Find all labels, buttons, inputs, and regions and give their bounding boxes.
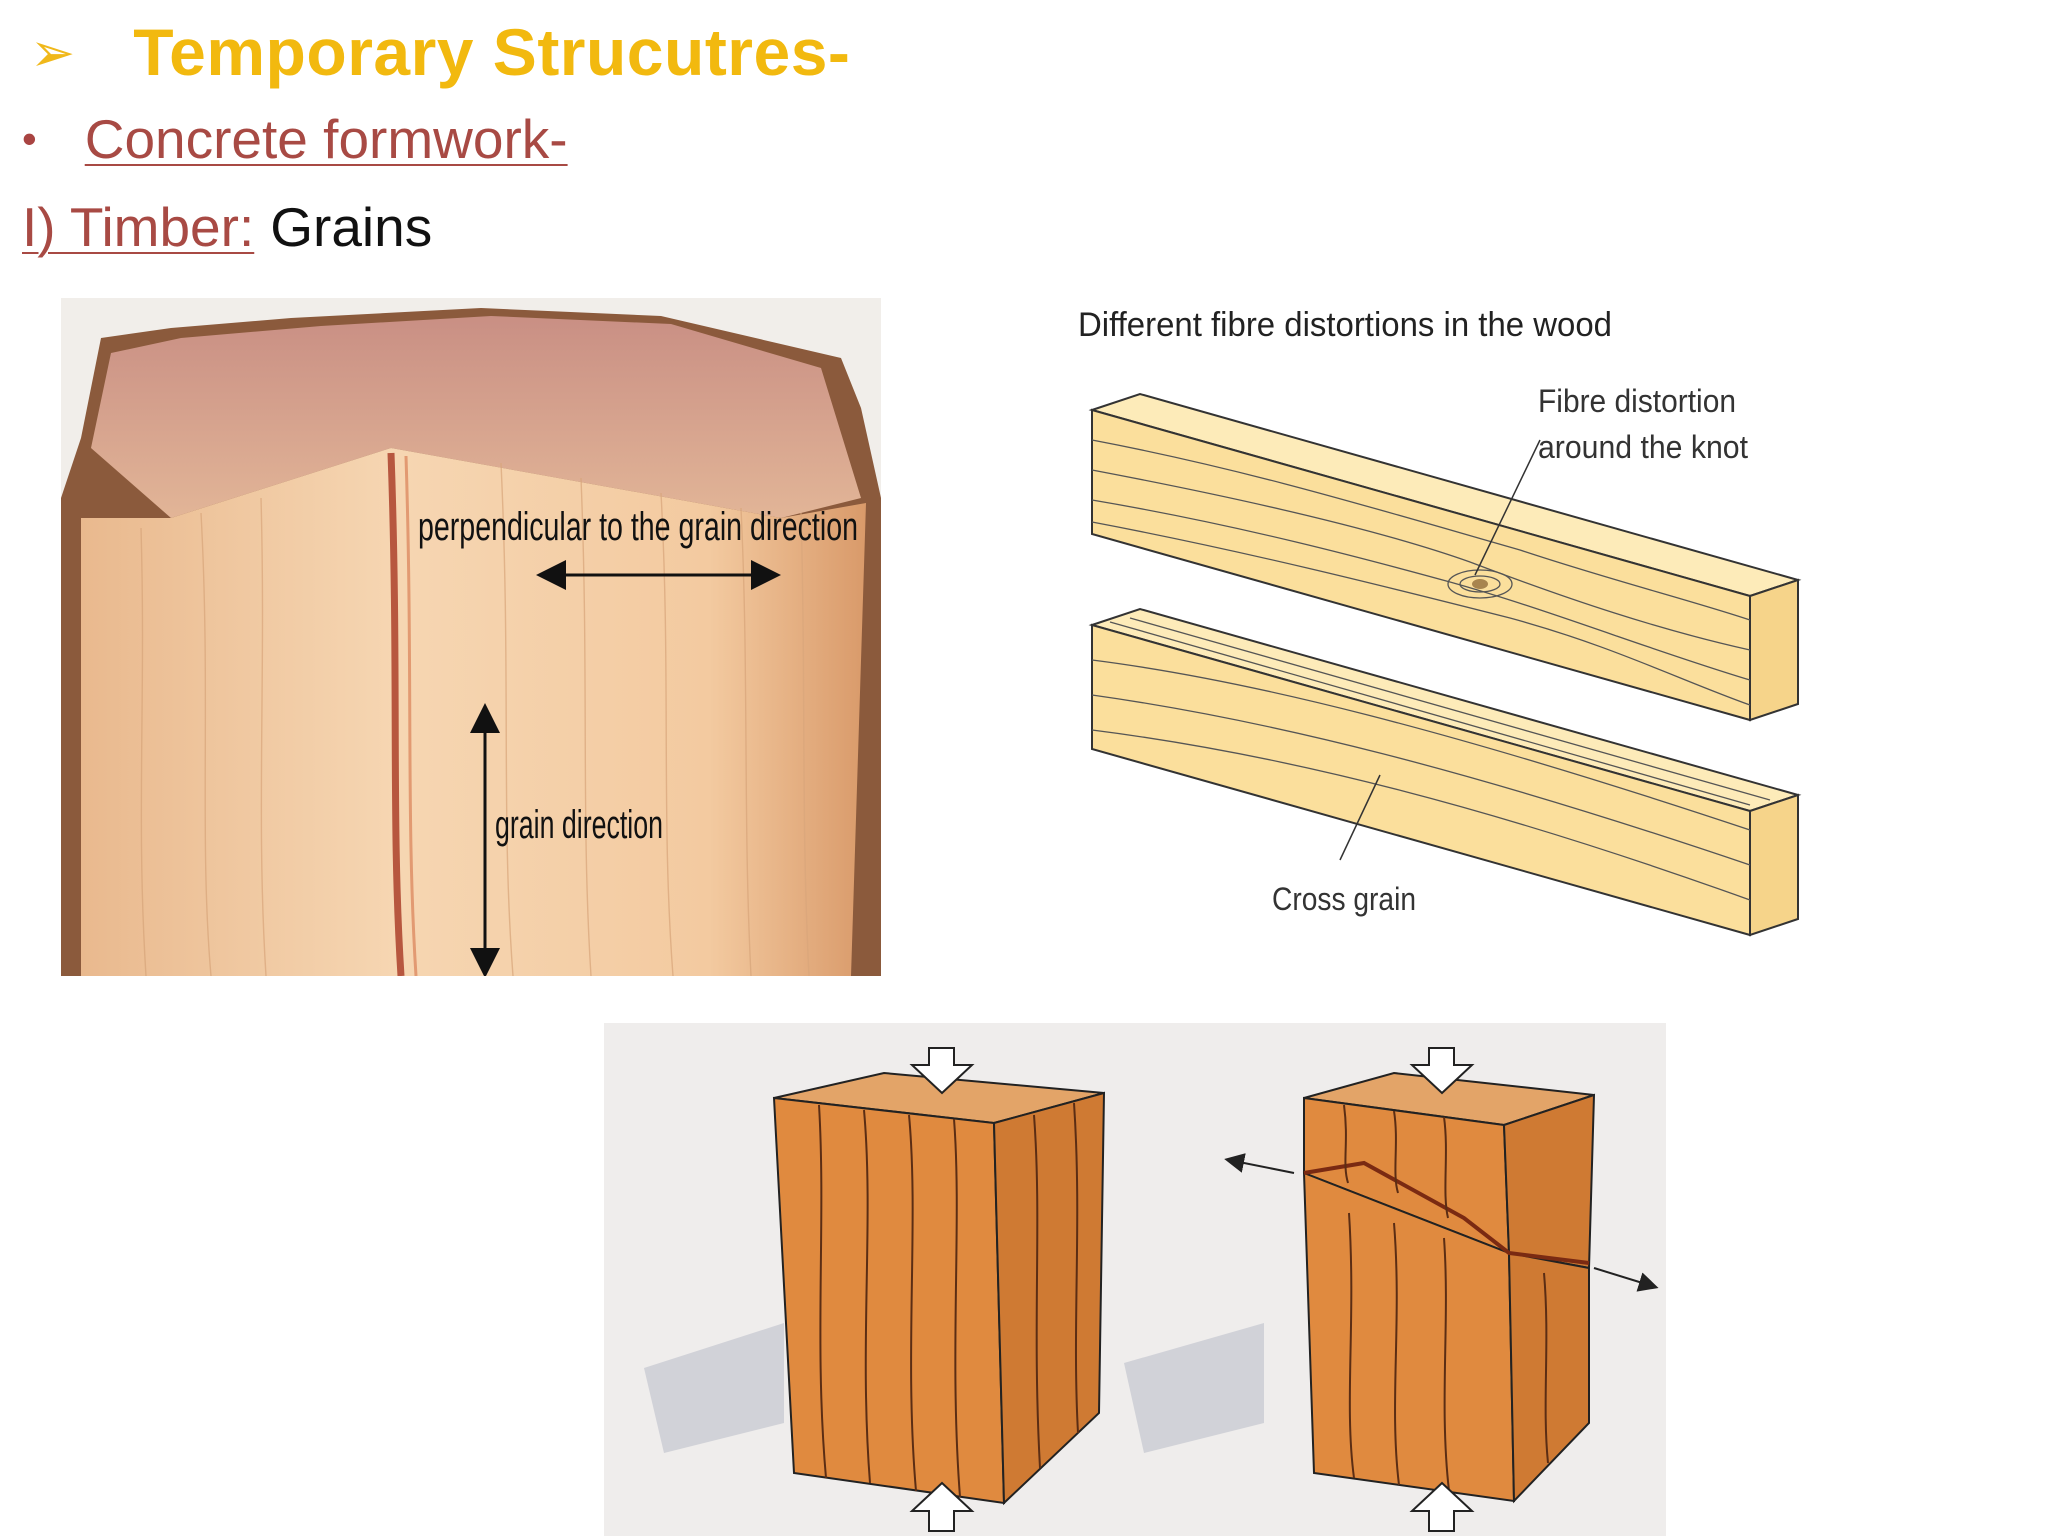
subheading-value: Grains — [270, 196, 433, 258]
bullet-row: • Concrete formwork- — [22, 104, 568, 174]
arrow-bullet-icon: ➢ — [30, 20, 76, 84]
section-heading: Concrete formwork- — [84, 108, 568, 170]
sheared-block — [1124, 1047, 1659, 1532]
log-top-surface — [91, 316, 861, 518]
intact-block — [644, 1047, 1106, 1532]
compression-blocks-figure — [604, 1023, 1666, 1536]
knot-plank — [1088, 392, 1802, 722]
subheading-row: I) Timber: Grains — [22, 192, 432, 262]
knot-label-line1: Fibre distortion — [1538, 383, 1736, 419]
subheading-label: I) Timber: — [22, 196, 255, 258]
up-arrow-icon — [909, 1481, 975, 1532]
down-arrow-icon — [1409, 1047, 1475, 1095]
perpendicular-label: perpendicular to the grain direction — [418, 505, 858, 549]
fibre-distortion-figure: Different fibre distortions in the wood … — [1078, 306, 1802, 937]
down-arrow-icon — [909, 1047, 975, 1095]
cross-grain-plank — [1088, 607, 1802, 937]
up-arrow-icon — [1409, 1481, 1475, 1532]
slide-title: Temporary Strucutres- — [133, 15, 851, 89]
grain-direction-label: grain direction — [495, 803, 663, 847]
fibre-figure-title: Different fibre distortions in the wood — [1078, 306, 1612, 344]
knot-label-line2: around the knot — [1538, 429, 1748, 465]
bullet-dot-icon: • — [22, 115, 37, 162]
slide-title-row: ➢ Temporary Strucutres- — [30, 12, 850, 92]
cross-grain-label: Cross grain — [1272, 881, 1416, 917]
log-grain-figure: perpendicular to the grain direction gra… — [61, 298, 881, 976]
